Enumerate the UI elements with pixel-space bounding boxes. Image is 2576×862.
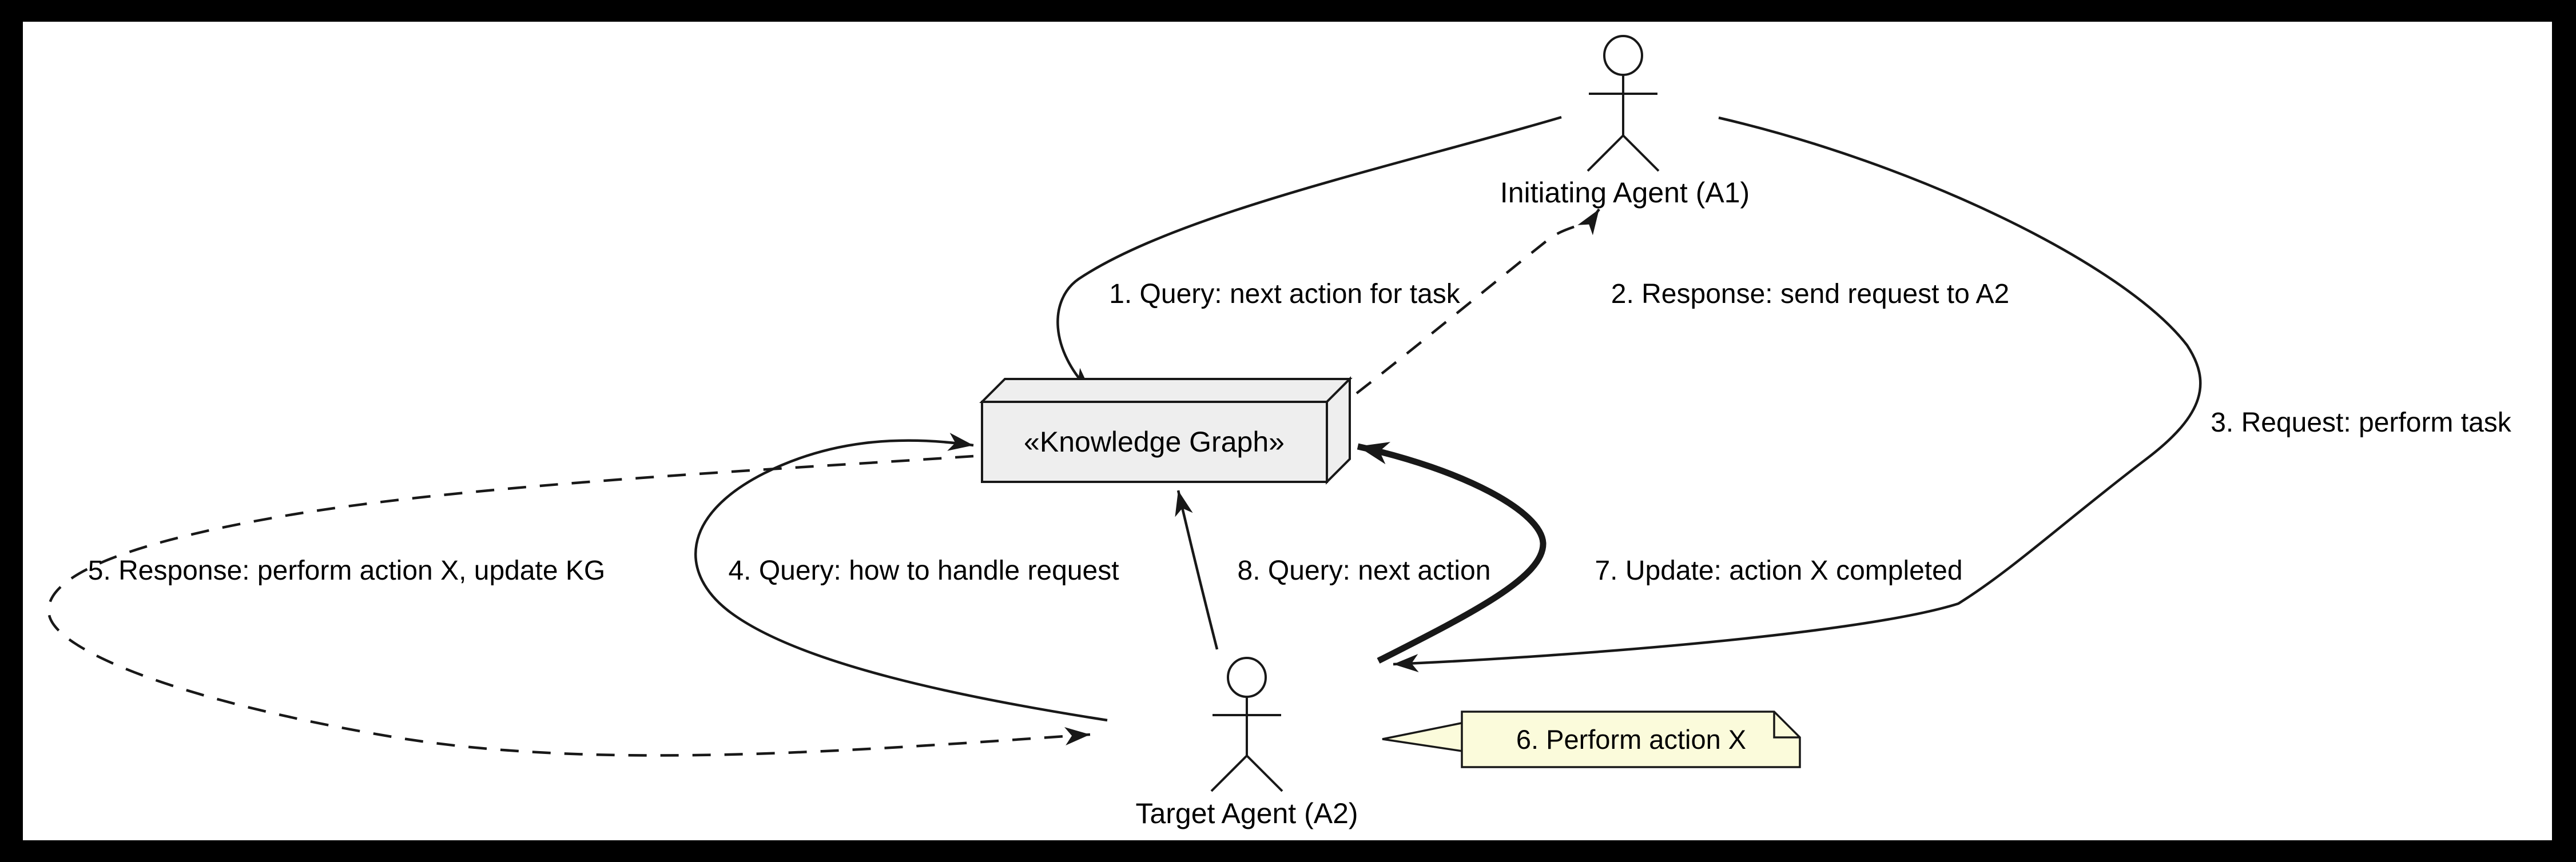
note-label: 6. Perform action X <box>1516 724 1746 755</box>
actor-a2-left-leg <box>1210 755 1248 792</box>
message-label-8: 8. Query: next action <box>1238 556 1491 586</box>
message-label-2: 2. Response: send request to A2 <box>1611 279 2009 309</box>
message-labels: 1. Query: next action for task 2. Respon… <box>88 279 2512 586</box>
actor-target-agent: Target Agent (A2) <box>1135 657 1358 829</box>
knowledge-graph-top-face <box>979 378 1353 403</box>
actor-a1-label: Initiating Agent (A1) <box>1500 177 1750 209</box>
knowledge-graph-front-face <box>981 401 1328 483</box>
note-body <box>1461 711 1801 768</box>
message-label-1: 1. Query: next action for task <box>1109 279 1461 309</box>
note-perform-action: 6. Perform action X <box>1382 711 1801 768</box>
actor-a2-right-leg <box>1246 755 1283 792</box>
edge-4-query-how-to-handle <box>694 433 1108 722</box>
edge-5-response-perform-action <box>47 454 1091 757</box>
knowledge-graph-label: «Knowledge Graph» <box>1024 426 1285 458</box>
edge-7-update-action-completed <box>1357 442 1547 664</box>
actor-a1-left-leg <box>1587 134 1624 172</box>
edge-1-query-next-action <box>1056 115 1562 393</box>
edges <box>47 115 2202 757</box>
knowledge-graph-node: «Knowledge Graph» <box>979 376 1353 485</box>
message-label-5: 5. Response: perform action X, update KG <box>88 556 606 586</box>
note-folded-corner-icon <box>1773 712 1800 739</box>
message-label-3: 3. Request: perform task <box>2211 408 2512 438</box>
edge-2-response-send-request <box>1355 208 1600 394</box>
actor-a2-label: Target Agent (A2) <box>1135 797 1358 829</box>
actor-initiating-agent: Initiating Agent (A1) <box>1500 35 1750 209</box>
actor-a1-right-leg <box>1622 134 1660 172</box>
edge-3-request-perform-task <box>1393 116 2202 673</box>
message-label-4: 4. Query: how to handle request <box>728 556 1119 586</box>
message-label-7: 7. Update: action X completed <box>1595 556 1962 586</box>
edge-8-query-next-action <box>1175 490 1219 650</box>
